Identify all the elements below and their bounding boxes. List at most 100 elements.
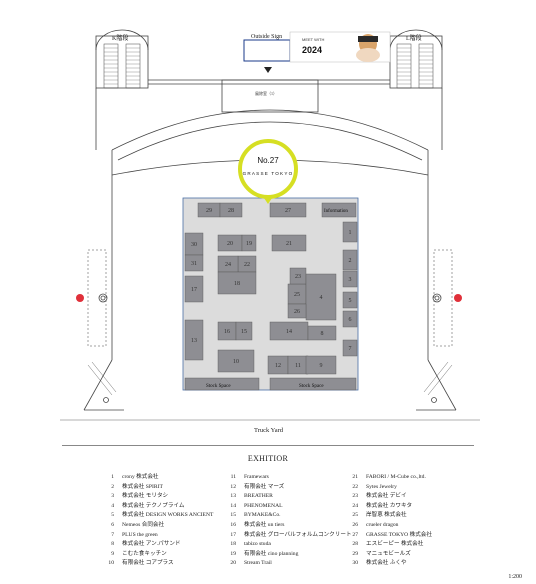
booth-1 bbox=[342, 221, 358, 243]
legend-item-number: 27 bbox=[352, 531, 358, 538]
booth-number: 21 bbox=[286, 241, 292, 247]
booth-number: 19 bbox=[246, 241, 252, 247]
legend-item: 25 岸智恵 株式会社 bbox=[340, 511, 432, 521]
booth-number: 10 bbox=[233, 359, 239, 365]
legend-item-name: Framewars bbox=[244, 474, 269, 480]
booth-number: 25 bbox=[294, 292, 300, 298]
legend-item-number: 28 bbox=[352, 541, 358, 548]
legend-item-number: 15 bbox=[230, 512, 236, 519]
outside-sign-label: Outside Sign bbox=[251, 34, 282, 40]
legend-item-name: FABORI / M-Cube co.,ltd. bbox=[366, 474, 426, 480]
booth-number: 26 bbox=[294, 309, 300, 315]
legend-item-number: 23 bbox=[352, 493, 358, 500]
information-label: Information bbox=[324, 209, 348, 214]
booth-number: 24 bbox=[225, 262, 231, 268]
booth-5 bbox=[342, 291, 358, 309]
truck-yard-label: Truck Yard bbox=[254, 427, 284, 434]
legend-item-number: 12 bbox=[230, 483, 236, 490]
booth-31 bbox=[184, 254, 204, 272]
legend-item-number: 13 bbox=[230, 493, 236, 500]
banner-line2: 2024 bbox=[302, 45, 322, 55]
legend-item-name: 株式会社 un tiers bbox=[244, 521, 285, 528]
legend-item-number: 20 bbox=[230, 560, 236, 567]
booth-number: 2 bbox=[349, 258, 352, 264]
legend-item-number: 11 bbox=[230, 474, 236, 480]
booth-number: 28 bbox=[228, 208, 234, 214]
legend-item-number: 16 bbox=[230, 521, 236, 528]
booth-number: 16 bbox=[224, 329, 230, 335]
legend-item-name: 岸智恵 株式会社 bbox=[366, 512, 407, 519]
callout-ring bbox=[238, 139, 298, 199]
legend-item-number: 25 bbox=[352, 512, 358, 519]
booth-number: 29 bbox=[206, 208, 212, 214]
legend-item-number: 10 bbox=[108, 560, 114, 567]
legend-item: 8 株式会社 アン.パサンド bbox=[96, 540, 213, 550]
legend-item-number: 26 bbox=[352, 521, 358, 528]
stock-space-left-label: Stock Space bbox=[206, 384, 231, 389]
legend-item-number: 7 bbox=[111, 531, 114, 538]
legend-item-name: 株式会社 ふくや bbox=[366, 560, 407, 567]
legend-item-name: PLUS the green bbox=[122, 531, 158, 538]
booth-4 bbox=[305, 273, 337, 321]
legend-item-name: Sytes Jewelry bbox=[366, 483, 397, 490]
legend-item-name: 株式会社 アン.パサンド bbox=[122, 541, 181, 548]
legend-item-name: 株式会社 グローバルフォルムコンクリート bbox=[244, 531, 352, 538]
stair-right-label: L階段 bbox=[406, 34, 422, 42]
legend-item-name: マニュモビールズ bbox=[366, 550, 411, 557]
legend-item-number: 21 bbox=[352, 474, 358, 480]
legend-item: 13 BREATHER bbox=[218, 492, 352, 502]
booth-number: 3 bbox=[349, 277, 352, 283]
legend-item-name: 株式会社 テクノプライム bbox=[122, 502, 185, 509]
event-banner: MEET WITH 2024 bbox=[289, 31, 391, 63]
legend-item-name: tabizo studa bbox=[244, 541, 271, 548]
booth-15 bbox=[235, 321, 253, 341]
booth-number: 13 bbox=[191, 338, 197, 344]
booth-number: 9 bbox=[320, 363, 323, 369]
stock-space-right bbox=[269, 377, 357, 391]
legend-item: 7 PLUS the green bbox=[96, 531, 213, 541]
booth-number: 6 bbox=[349, 317, 352, 323]
booth-number: 15 bbox=[241, 329, 247, 335]
legend-item-number: 29 bbox=[352, 550, 358, 557]
legend-item-name: 有限会社 マーズ bbox=[244, 483, 285, 490]
legend-item-name: 有限会社 コアプラス bbox=[122, 560, 174, 567]
legend-item: 10 有限会社 コアプラス bbox=[96, 559, 213, 569]
legend-item-name: crony 株式会社 bbox=[122, 474, 159, 480]
booth-19 bbox=[241, 234, 257, 252]
legend-item-name: 株式会社 SPIRIT bbox=[122, 483, 163, 490]
floor-plan: Outside Sign MEET WITH 2024 K階段 L階段 風除室（… bbox=[60, 29, 480, 434]
legend-item-name: 株式会社 DESIGN WORKS ANCIENT bbox=[122, 512, 214, 519]
booth-number: 23 bbox=[295, 274, 301, 280]
booth-9 bbox=[305, 355, 337, 375]
legend-item-name: BREATHER bbox=[244, 493, 273, 500]
booth-number: 30 bbox=[191, 242, 197, 248]
entrance-marker-right bbox=[454, 294, 462, 302]
legend-item-number: 3 bbox=[111, 493, 114, 500]
legend-item-name: BYMAKE&Co. bbox=[244, 512, 281, 519]
legend-item-number: 18 bbox=[230, 541, 236, 548]
booth-number: 31 bbox=[191, 261, 197, 267]
legend-title: EXHITIOR bbox=[247, 454, 289, 463]
legend-item-name: 株式会社 デビイ bbox=[366, 493, 407, 500]
booth-number: 22 bbox=[244, 262, 250, 268]
legend-item-number: 6 bbox=[111, 521, 114, 528]
room-label: 風除室（1） bbox=[255, 90, 277, 96]
booth-7 bbox=[342, 339, 358, 357]
legend-item-number: 8 bbox=[111, 541, 114, 548]
booth-callout: No.27 GRASSE TOKYO bbox=[238, 139, 298, 204]
booth-17 bbox=[184, 275, 204, 303]
callout-number: No.27 bbox=[257, 156, 279, 165]
legend-item: 21 FABORI / M-Cube co.,ltd. bbox=[340, 473, 432, 483]
